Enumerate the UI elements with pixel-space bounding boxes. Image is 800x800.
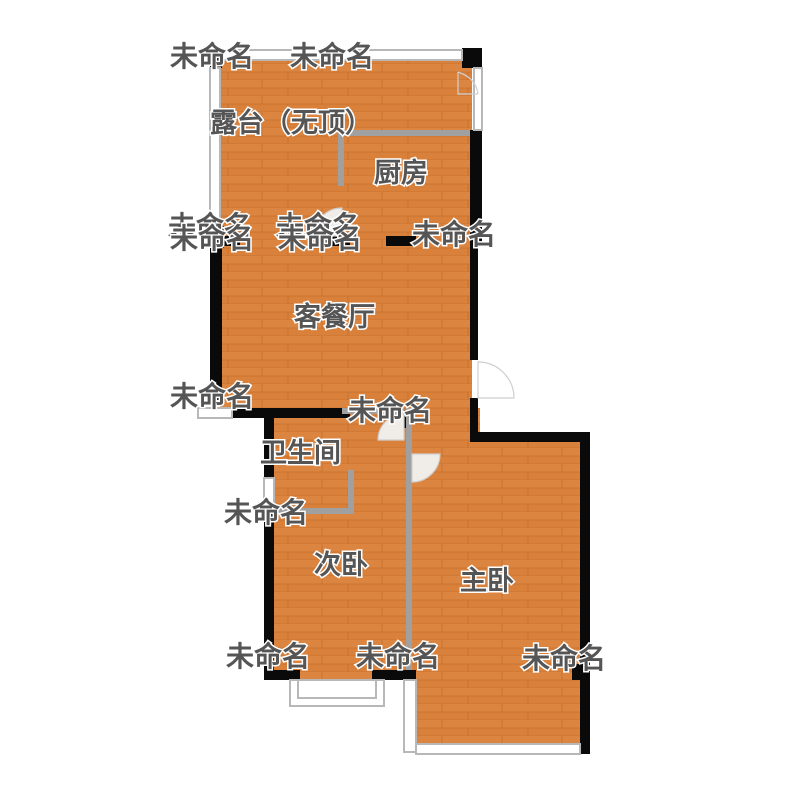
living-dining-floor [220,240,472,408]
wall-living-top-left [210,236,240,246]
partition-bath-bottom [272,508,354,514]
wall-kitchen-right [470,130,482,242]
doors [313,71,515,483]
balcony-floor [220,60,472,240]
wall-balcony-corner [462,48,482,68]
unnamed-tags: 未命名 未命名 未命名 未命名 未命名 未命名 未命名 未命名 未命名 未命名 … [167,39,608,677]
wall-living-right [470,242,478,360]
partition-living-bath [342,408,404,414]
wall-living-bottom [230,408,350,418]
room-label-living-dining: 客餐厅 [294,301,375,333]
room-label-second-bedroom: 次卧 [314,550,368,581]
window-master-left [403,679,417,753]
walls [210,48,590,754]
wall-master-bottom-left [404,670,416,680]
wall-living-left [210,240,222,400]
second-bedroom-floor [272,508,404,680]
wall-bed2-bottom-right [372,670,416,680]
window-master-bottom [415,743,581,755]
wall-living-right-lower [470,398,478,440]
window-bath-left [263,477,275,509]
window-balcony-top [221,49,463,61]
tag-mid-left-a: 未命名 [168,210,252,243]
tag-master-right: 未命名 [522,642,606,675]
tag-bed2-bottom-right: 未命名 [356,640,440,673]
wall-master-right [580,432,590,754]
tag-top-center: 未命名 [290,40,374,73]
door-bath [377,413,405,441]
tag-mid-center-b: 未命名 [278,222,362,255]
window-kitchen-right [473,67,483,131]
master-bedroom-floor-b [478,440,580,744]
tag-mid-left-b: 未命名 [170,222,254,255]
room-label-bathroom: 卫生间 [260,438,341,469]
tag-bath-door: 未命名 [348,394,432,427]
room-labels: 露台（无顶） 厨房 客餐厅 卫生间 次卧 主卧 [209,106,516,599]
door-balcony [313,207,343,237]
wall-balcony-post [210,50,222,68]
window-bay-inner [297,679,377,699]
partition-bath-step [348,470,354,514]
wall-bed2-bottom-left [264,670,300,680]
door-entrance [477,361,515,399]
room-label-balcony: 露台（无顶） [210,107,372,139]
partitions [272,130,470,670]
floors [220,60,580,744]
door-master [411,453,441,483]
tag-living-bottom-left: 未命名 [170,380,254,413]
tag-bed2-bottom-left: 未命名 [226,640,310,673]
window-balcony-left [209,67,221,229]
wall-bed2-left [264,508,274,680]
room-label-kitchen: 厨房 [374,158,428,189]
wall-living-top-right [386,236,416,246]
wall-living-top-mid [326,236,350,246]
tag-top-left: 未命名 [170,40,254,73]
wall-master-top [470,432,590,442]
room-label-master-bedroom: 主卧 [460,566,514,597]
partition-kitchen-left [338,130,344,186]
tag-mid-right: 未命名 [412,218,496,251]
windows [197,49,581,755]
door-kitchen-corner [457,71,479,95]
wall-bath-left [264,408,274,478]
partition-bath-bed [406,408,412,670]
window-living-left [197,407,233,419]
wall-master-right-post [572,664,590,680]
tag-bath-left: 未命名 [224,496,308,529]
partition-kitchen-top [338,130,470,136]
tag-mid-center-a: 未命名 [276,210,360,243]
